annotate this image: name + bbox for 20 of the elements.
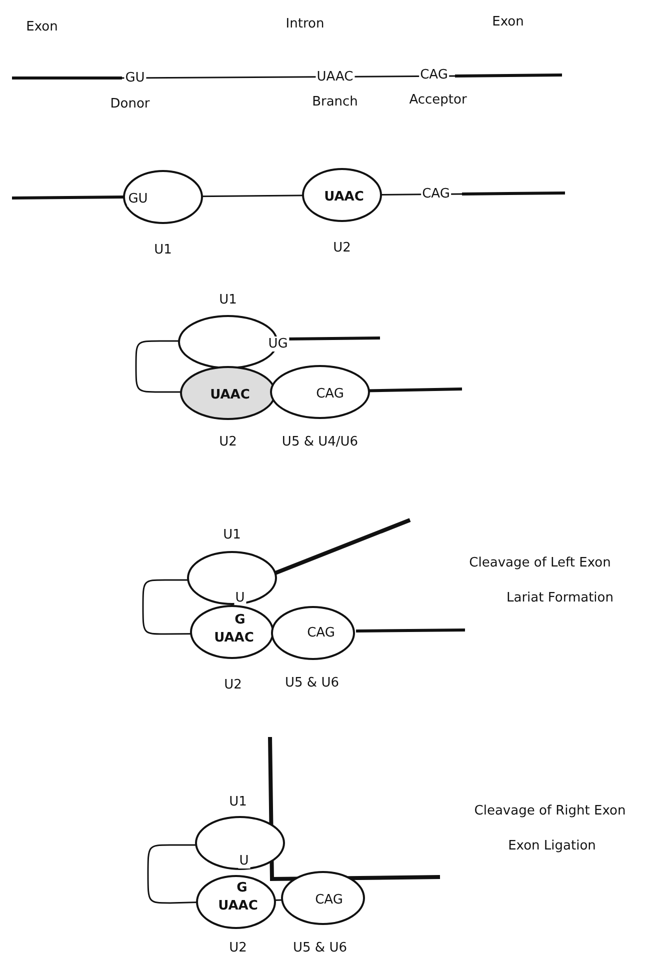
snrnp-label: U1 <box>218 292 238 308</box>
site-label: Acceptor <box>408 92 468 108</box>
step-label: Exon Ligation <box>507 838 597 854</box>
step-label: Cleavage of Left Exon <box>468 556 612 570</box>
snrnp-label: U2 <box>332 240 352 256</box>
sequence-text: U <box>234 590 246 606</box>
snrnp-label: U1 <box>228 794 248 810</box>
sequence-text: U <box>238 854 250 868</box>
step-label: Cleavage of Right Exon <box>473 804 627 818</box>
snrnp-oval <box>190 605 274 659</box>
snrnp-label: U2 <box>223 678 243 692</box>
snrnp-label: U1 <box>222 528 242 542</box>
sequence-text: GU <box>127 192 149 206</box>
snrnp-label: U5 & U6 <box>292 940 348 956</box>
snrnp-label: U1 <box>153 242 173 258</box>
snrnp-label: U5 & U6 <box>284 676 340 690</box>
sequence-text: UG <box>267 336 289 352</box>
snrnp-label: U2 <box>228 940 248 956</box>
snrnp-label: U5 & U4/U6 <box>280 434 360 450</box>
snrnp-label: U2 <box>218 434 238 450</box>
